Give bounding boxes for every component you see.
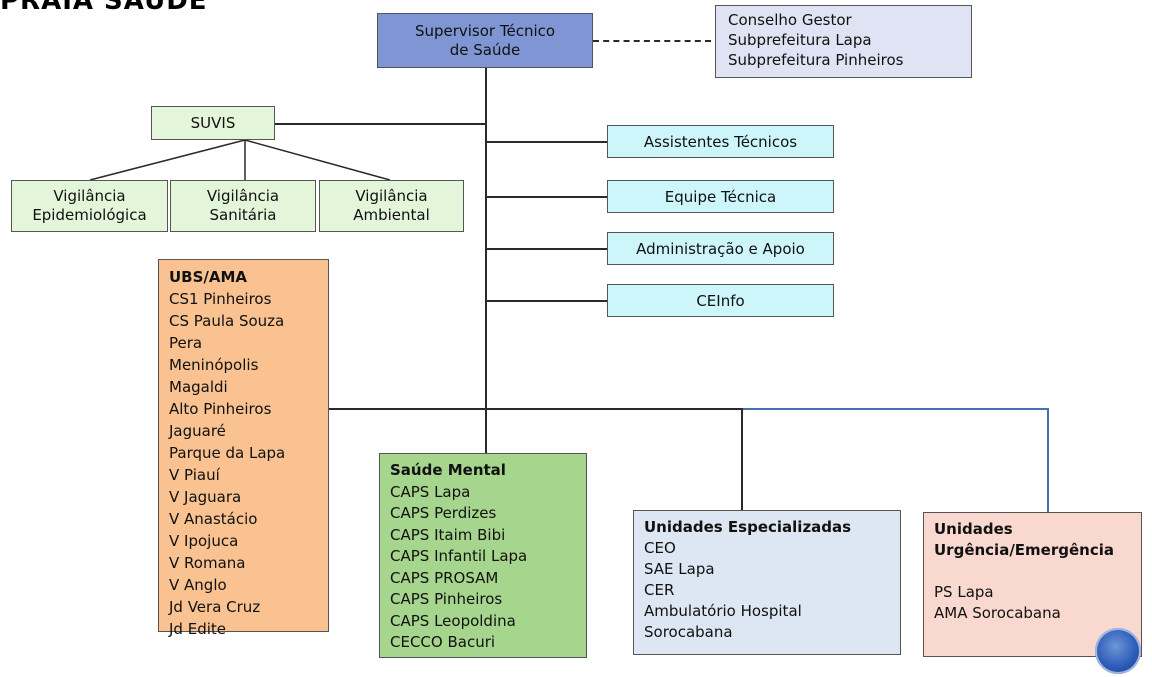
list-item: V Romana [169,554,246,572]
list-item: Alto Pinheiros [169,400,272,418]
assistentes-tecnicos-label: Assistentes Técnicos [643,132,798,151]
list-item: Sorocabana [644,623,733,641]
list-item: Magaldi [169,378,228,396]
vigilancia-epidemiologica-box[interactable]: Vigilância Epidemiológica [11,180,168,232]
ceinfo-box[interactable]: CEInfo [607,284,834,317]
supervisor-line-2: de Saúde [449,40,521,59]
spacer [934,561,1131,582]
list-item: Parque da Lapa [169,444,286,462]
list-item: CAPS Itaim Bibi [390,525,506,544]
conselho-box[interactable]: Conselho Gestor Subprefeitura Lapa Subpr… [715,5,972,78]
staff-connector-1 [486,141,607,143]
list-item: V Ipojuca [169,532,239,550]
unidades-especializadas-box[interactable]: Unidades Especializadas CEO SAE Lapa CER… [633,510,901,655]
administracao-apoio-box[interactable]: Administração e Apoio [607,232,834,265]
dashed-connector [593,40,711,42]
list-item: V Anastácio [169,510,258,528]
list-item: V Anglo [169,576,227,594]
suvis-connector [275,123,485,125]
list-item: CER [644,581,675,599]
staff-connector-3 [486,248,607,250]
ubs-title: UBS/AMA [169,268,248,286]
urgencia-title-1: Unidades [934,520,1013,538]
vig-amb-line-2: Ambiental [353,206,430,224]
list-item: AMA Sorocabana [934,604,1061,622]
list-item: PS Lapa [934,583,994,601]
conselho-line-3: Subprefeitura Pinheiros [728,51,904,69]
especializadas-title: Unidades Especializadas [644,518,852,536]
list-item: Jd Vera Cruz [169,598,261,616]
list-item: SAE Lapa [644,560,715,578]
staff-connector-4 [486,300,607,302]
list-item: CAPS Lapa [390,482,471,501]
saude-mental-box[interactable]: Saúde Mental CAPS Lapa CAPS Perdizes CAP… [379,453,587,658]
supervisor-line-1: Supervisor Técnico [414,21,556,40]
bottom-bus-line [329,408,742,410]
list-item: CAPS Leopoldina [390,611,516,630]
vig-epi-line-1: Vigilância [53,187,126,205]
ceinfo-label: CEInfo [696,291,745,310]
ubs-ama-box[interactable]: UBS/AMA CS1 Pinheiros CS Paula Souza Per… [158,259,329,638]
list-item: V Piauí [169,466,220,484]
staff-connector-2 [486,196,607,198]
bottom-bus-line-blue [742,408,1048,410]
vig-san-line-2: Sanitária [209,206,277,224]
list-item: Meninópolis [169,356,259,374]
conselho-line-2: Subprefeitura Lapa [728,31,872,49]
equipe-tecnica-box[interactable]: Equipe Técnica [607,180,834,213]
equipe-tecnica-label: Equipe Técnica [664,187,777,206]
logo-icon [1095,628,1141,674]
especializadas-connector [741,408,743,510]
suvis-label: SUVIS [190,114,236,132]
list-item: CECCO Bacuri [390,633,496,651]
vigilancia-ambiental-box[interactable]: Vigilância Ambiental [319,180,464,232]
list-item: Ambulatório Hospital [644,602,802,620]
conselho-line-1: Conselho Gestor [728,11,852,29]
list-item: CEO [644,539,676,557]
administracao-apoio-label: Administração e Apoio [636,239,805,258]
list-item: Jd Edite [169,620,226,638]
vigilancia-sanitaria-box[interactable]: Vigilância Sanitária [170,180,316,232]
list-item: CAPS Perdizes [390,504,497,522]
assistentes-tecnicos-box[interactable]: Assistentes Técnicos [607,125,834,158]
list-item: CAPS Pinheiros [390,590,503,608]
vig-san-line-1: Vigilância [206,187,280,205]
supervisor-box[interactable]: Supervisor Técnico de Saúde [377,13,593,68]
list-item: CS Paula Souza [169,312,285,330]
list-item: V Jaguara [169,488,242,506]
list-item: CAPS PROSAM [390,568,499,587]
list-item: Jaguaré [169,422,226,440]
list-item: Pera [169,334,203,352]
saude-mental-title: Saúde Mental [390,461,506,479]
urgencia-title-2: Urgência/Emergência [934,541,1114,559]
page-title: PRAIA SAÚDE [0,0,208,16]
vig-amb-line-1: Vigilância [355,187,428,205]
urgencia-connector [1047,408,1049,512]
suvis-box[interactable]: SUVIS [151,106,275,140]
list-item: CAPS Infantil Lapa [390,547,528,565]
list-item: CS1 Pinheiros [169,290,272,308]
vig-epi-line-2: Epidemiológica [32,206,147,224]
